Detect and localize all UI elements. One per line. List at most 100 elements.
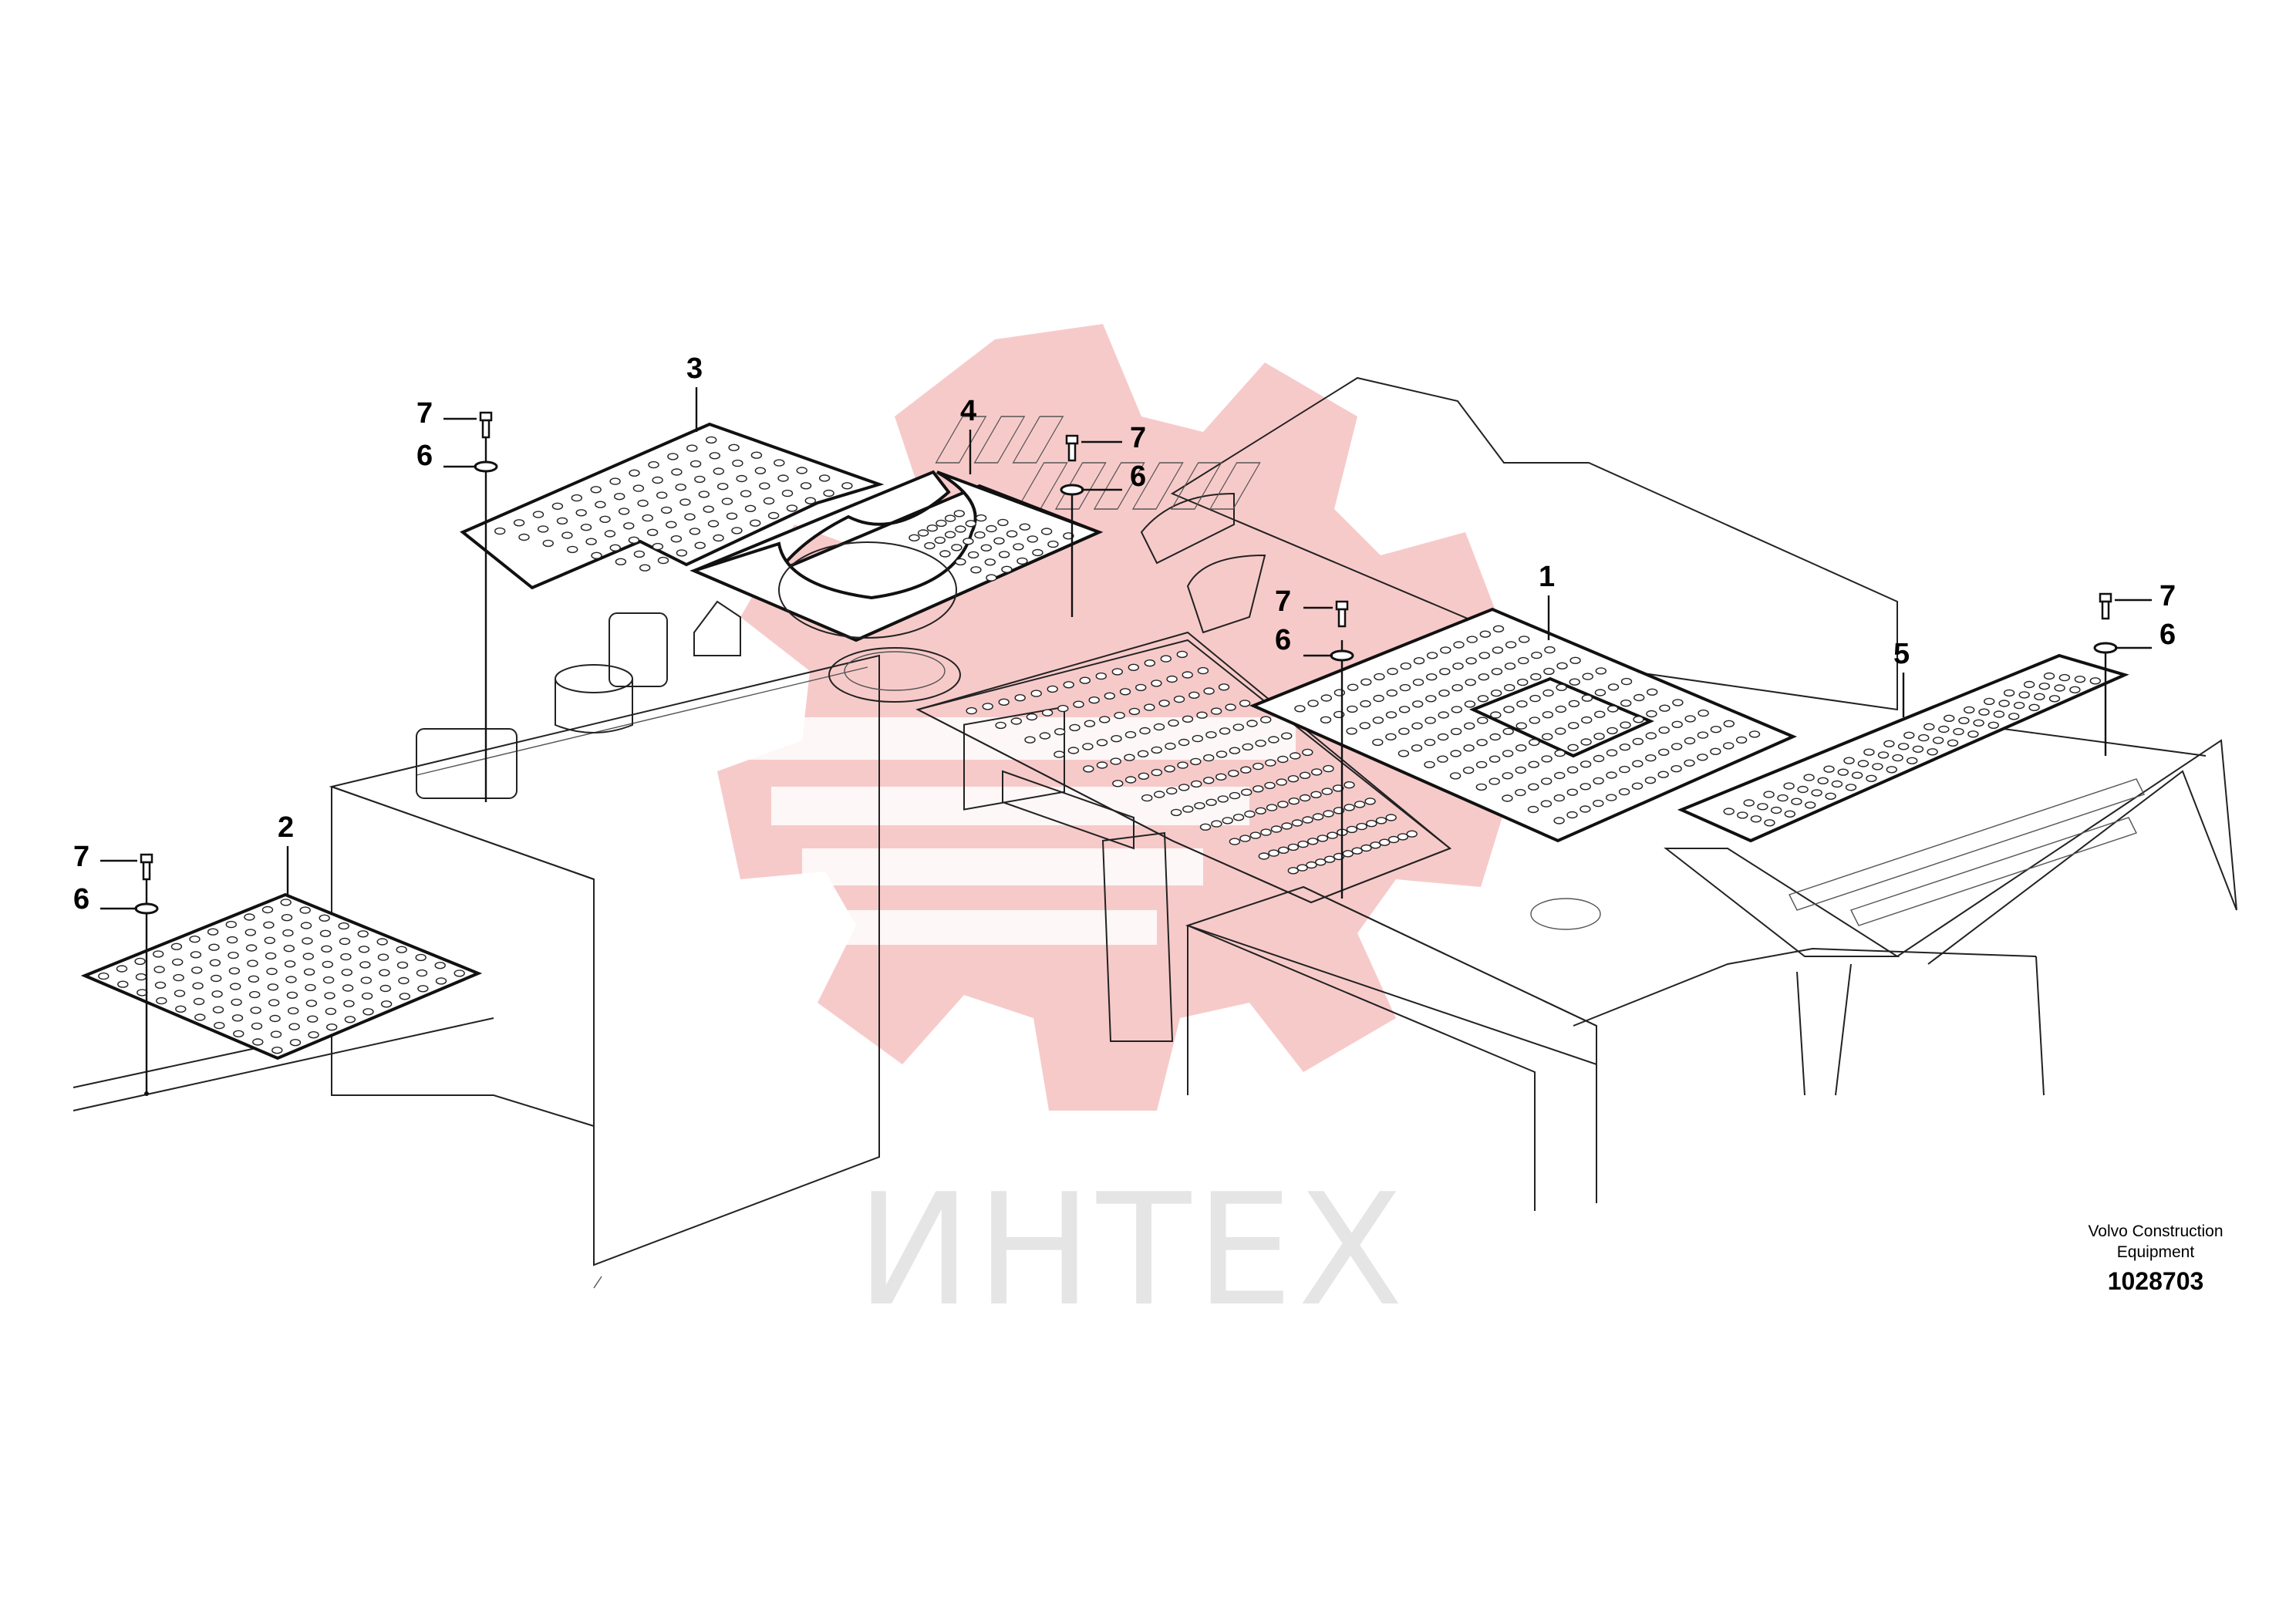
perforation-hole xyxy=(192,982,204,990)
perforation-hole xyxy=(1205,798,1217,807)
perforation-hole xyxy=(1347,705,1358,713)
perforation-hole xyxy=(1425,673,1438,681)
perforation-hole xyxy=(986,524,997,533)
perforation-hole xyxy=(599,515,611,523)
screw-icon xyxy=(140,853,153,881)
perforation-hole xyxy=(1246,720,1258,727)
perforation-hole xyxy=(1027,535,1039,543)
perforation-hole xyxy=(1569,656,1581,664)
perforation-hole xyxy=(1452,663,1464,670)
perforation-hole xyxy=(538,525,549,533)
perforation-hole xyxy=(398,976,410,985)
perforation-hole xyxy=(1763,791,1775,798)
perforation-hole xyxy=(1750,815,1762,823)
perforation-hole xyxy=(1302,748,1313,757)
perforation-hole xyxy=(1529,694,1541,703)
perforation-hole xyxy=(1291,819,1303,827)
perforation-hole xyxy=(289,1038,302,1047)
perforation-hole xyxy=(1302,816,1313,824)
perforation-hole xyxy=(1515,766,1526,774)
perforation-hole xyxy=(1620,700,1632,707)
perforation-hole xyxy=(1722,742,1735,750)
perforation-hole xyxy=(1424,738,1436,747)
perforation-hole xyxy=(637,499,649,508)
callout-plate-2: 2 xyxy=(278,811,294,844)
perforation-hole xyxy=(1569,678,1580,686)
perforation-hole xyxy=(189,935,201,943)
perforation-hole xyxy=(1047,685,1058,693)
perforation-hole xyxy=(377,953,389,961)
perforation-hole xyxy=(1697,731,1709,739)
perforation-hole xyxy=(1277,755,1289,764)
perforation-hole xyxy=(1516,678,1529,686)
perforation-hole xyxy=(343,1000,355,1008)
perforation-hole xyxy=(174,990,186,997)
callout-washer: 6 xyxy=(1275,624,1291,656)
perforation-hole xyxy=(1327,831,1338,839)
perforation-hole xyxy=(728,443,740,451)
perforation-hole xyxy=(1684,715,1696,723)
perforation-hole xyxy=(1672,699,1684,706)
perforation-hole xyxy=(1165,742,1176,750)
perforation-hole xyxy=(966,706,977,715)
perforation-hole xyxy=(1296,864,1308,872)
perforation-hole xyxy=(1211,820,1222,828)
perforation-hole xyxy=(1317,835,1329,842)
perforation-hole xyxy=(1659,704,1671,712)
perforation-hole xyxy=(767,511,780,520)
perforation-hole xyxy=(965,520,977,528)
perforation-hole xyxy=(1593,710,1606,718)
plate-3 xyxy=(460,422,885,802)
perforation-hole xyxy=(2054,684,2065,692)
perforation-hole xyxy=(689,528,701,535)
perforation-hole xyxy=(2018,691,2030,699)
perforation-hole xyxy=(1306,861,1317,869)
perforation-hole xyxy=(1264,781,1276,790)
maker-line-2: Equipment xyxy=(2117,1243,2195,1261)
perforation-hole xyxy=(1249,831,1262,839)
perforation-hole xyxy=(1633,716,1644,723)
perforation-hole xyxy=(300,922,312,929)
perforation-hole xyxy=(1479,630,1492,638)
washer-icon xyxy=(2093,642,2118,654)
perforation-hole xyxy=(1424,717,1436,724)
perforation-hole xyxy=(1196,711,1208,719)
callout-screw: 7 xyxy=(1130,422,1146,454)
perforation-hole xyxy=(1515,722,1527,730)
perforation-hole xyxy=(1697,754,1708,761)
perforation-hole xyxy=(1698,709,1709,717)
perforation-hole xyxy=(1310,768,1323,776)
perforation-hole xyxy=(1411,722,1423,730)
perforation-hole xyxy=(319,914,330,922)
perforation-hole xyxy=(1141,794,1153,802)
perforation-hole xyxy=(1877,751,1890,759)
perforation-hole xyxy=(1644,777,1657,784)
perforation-hole xyxy=(591,551,602,559)
perforation-hole xyxy=(1110,757,1121,765)
perforation-hole xyxy=(225,920,237,929)
perforation-hole xyxy=(135,973,147,981)
perforation-hole xyxy=(1777,794,1789,802)
perforation-hole xyxy=(1290,752,1301,760)
perforation-hole xyxy=(228,967,241,975)
perforation-hole xyxy=(1398,706,1411,713)
perforation-hole xyxy=(1119,688,1131,696)
callout-screw: 7 xyxy=(416,397,433,430)
perforation-hole xyxy=(1593,733,1605,740)
perforation-hole xyxy=(1737,811,1748,819)
perforation-hole xyxy=(152,950,164,958)
perforation-hole xyxy=(175,1005,187,1013)
perforation-hole xyxy=(1476,739,1488,747)
perforation-hole xyxy=(629,469,640,477)
perforation-hole xyxy=(1360,700,1371,708)
perforation-hole xyxy=(1385,711,1397,719)
perforation-hole xyxy=(1845,784,1857,791)
perforation-hole xyxy=(736,474,747,483)
perforation-hole xyxy=(208,943,220,951)
perforation-hole xyxy=(1182,805,1194,813)
perforation-hole xyxy=(339,937,351,946)
perforation-hole xyxy=(251,1022,263,1030)
perforation-hole xyxy=(1111,735,1122,743)
perforation-hole xyxy=(1240,766,1252,774)
perforation-hole xyxy=(1426,652,1438,659)
